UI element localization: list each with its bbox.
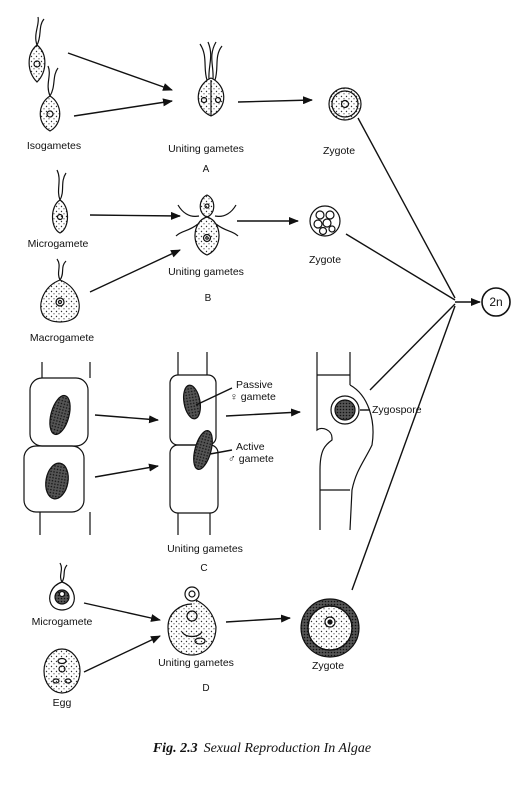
label-2n: 2n <box>489 295 503 309</box>
oogamous-uniting <box>167 586 217 656</box>
isogamete-top <box>28 16 46 83</box>
label-uniting-gametes-d: Uniting gametes <box>158 657 234 669</box>
label-egg: Egg <box>52 697 72 709</box>
caption-figure-number: Fig. 2.3 <box>152 741 198 756</box>
filament-conjugating <box>169 352 219 535</box>
arrows <box>67 52 481 673</box>
filament-left <box>23 362 91 535</box>
isogamete-bottom <box>39 65 61 132</box>
label-uniting-gametes-b: Uniting gametes <box>168 266 244 278</box>
label-zygote-b: Zygote <box>308 254 342 266</box>
label-microgamete-b: Microgamete <box>27 238 89 250</box>
macrogamete <box>40 258 80 323</box>
zygote-d <box>300 598 360 658</box>
section-label-d: D <box>202 683 210 694</box>
filament-zygospore <box>316 352 374 531</box>
label-uniting-gametes-a: Uniting gametes <box>168 143 244 155</box>
label-active-gamete-line1: Active <box>236 441 265 453</box>
zygote-b <box>309 205 341 237</box>
section-label-a: A <box>202 164 210 175</box>
caption-text: Sexual Reproduction In Algae <box>203 741 372 756</box>
isogametes-uniting <box>197 41 225 117</box>
label-zygospore: Zygospore <box>372 404 422 416</box>
figure-caption: Fig. 2.3 Sexual Reproduction In Algae <box>0 741 524 757</box>
microgamete-d <box>49 562 75 611</box>
label-uniting-gametes-c: Uniting gametes <box>167 543 243 555</box>
section-label-b: B <box>204 293 212 304</box>
section-label-c: C <box>200 563 208 574</box>
label-zygote-a: Zygote <box>322 145 356 157</box>
two-n-circle <box>481 287 511 317</box>
label-active-gamete-line2: ♂ gamete <box>228 453 274 465</box>
label-microgamete-d: Microgamete <box>31 616 93 628</box>
label-passive-gamete-line1: Passive <box>236 379 273 391</box>
label-isogametes: Isogametes <box>26 140 82 152</box>
microgamete-b <box>51 169 69 234</box>
anisogametes-uniting <box>175 194 239 256</box>
label-passive-gamete-line2: ♀ gamete <box>230 391 276 403</box>
label-zygote-d: Zygote <box>311 660 345 672</box>
zygote-a <box>328 87 362 121</box>
egg <box>43 648 81 694</box>
label-macrogamete: Macrogamete <box>29 332 95 344</box>
